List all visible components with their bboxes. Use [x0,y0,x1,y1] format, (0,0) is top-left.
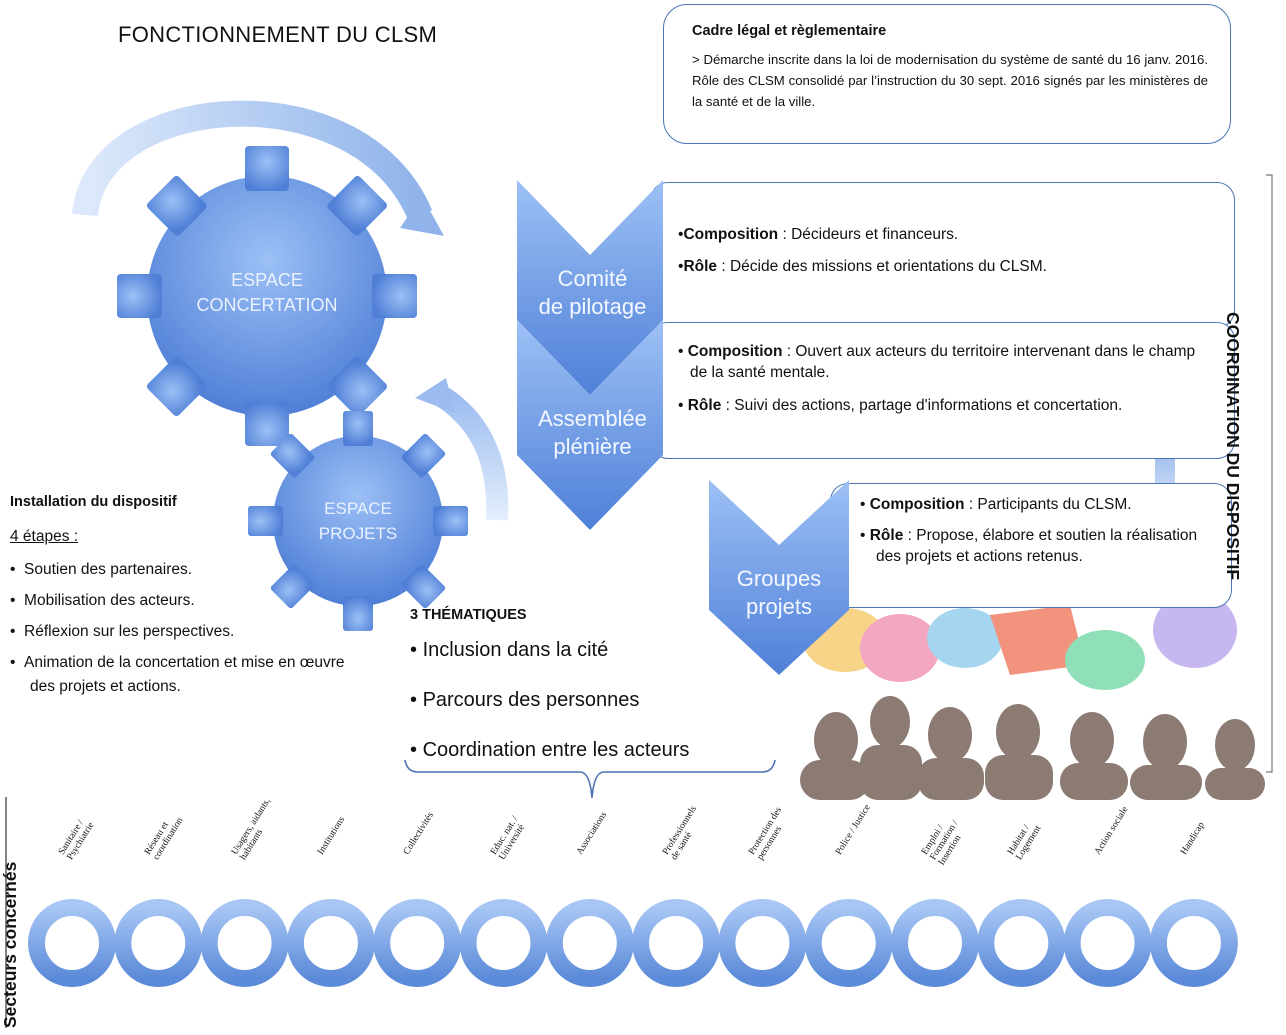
gear-concertation-line1: ESPACE [231,270,303,290]
gear-projets-line1: ESPACE [324,499,392,518]
role-label: Rôle [683,258,718,275]
level-groupes-line2: projets [745,594,813,619]
list-item: • Animation de la concertation et mise e… [10,654,345,695]
composition-label: Composition [687,343,783,360]
sector-ring [373,899,462,987]
theme-item: • Parcours des personnes [410,689,640,711]
box-groupes [830,483,1232,608]
sector-ring [459,899,548,987]
level-assemblee-composition: • Composition : Ouvert aux acteurs du te… [678,343,1196,381]
installation-section: Installation du dispositif 4 étapes : • … [10,494,370,706]
theme-item: • Coordination entre les acteurs [410,739,690,761]
chevron-assemblee [517,320,663,530]
sector-ring [1149,899,1238,987]
installation-item-text: Animation de la concertation et mise en … [24,654,345,695]
gear-projets [248,411,468,631]
sector-ring [891,899,979,987]
level-groupes-details: • Composition : Participants du CLSM. • … [860,494,1210,567]
chevrons-group [517,180,663,530]
sector-ring [1063,899,1152,987]
level-groupes-name: Groupes projets [709,565,849,621]
level-comite-composition: •Composition : Décideurs et financeurs. [678,226,959,243]
sector-ring [804,899,893,987]
role-text: : Suivi des actions, partage d'informati… [721,397,1123,414]
level-assemblee-role: • Rôle : Suivi des actions, partage d'in… [678,397,1123,414]
composition-text: : Décideurs et financeurs. [778,226,959,243]
list-item: • Réflexion sur les perspectives. [10,623,235,640]
sector-ring [200,899,289,987]
level-assemblee-details: • Composition : Ouvert aux acteurs du te… [678,341,1208,416]
chevron-groupes [709,480,849,675]
sector-ring [632,899,721,987]
role-label: Rôle [687,397,722,414]
installation-list: • Soutien des partenaires. • Mobilisatio… [10,558,370,699]
composition-label: Composition [869,496,965,513]
themes-bracket [404,759,776,799]
page-title: FONCTIONNEMENT DU CLSM [118,22,438,47]
themes-section: 3 THÉMATIQUES • Inclusion dans la cité •… [410,607,790,763]
cycle-arrow-small [433,385,509,521]
theme-text: Inclusion dans la cité [422,639,609,661]
list-item: • Mobilisation des acteurs. [10,592,195,609]
chevron-comite [517,180,663,395]
role-text: : Propose, élabore et soutien la réalisa… [876,527,1198,565]
level-comite-role: •Rôle : Décide des missions et orientati… [678,258,1047,275]
role-label: Rôle [869,527,904,544]
people-illustration [785,592,1265,800]
legal-framework-box: Cadre légal et règlementaire > Démarche … [663,4,1231,144]
installation-item-text: Soutien des partenaires. [24,561,193,578]
level-assemblee-line2: plénière [553,434,632,459]
gear-concertation [117,146,417,446]
composition-label: Composition [683,226,779,243]
composition-text: : Ouvert aux acteurs du territoire inter… [690,343,1196,381]
gear-concertation-line2: CONCERTATION [196,295,338,315]
installation-item-text: Réflexion sur les perspectives. [24,623,235,640]
level-comite-details: •Composition : Décideurs et financeurs. … [678,224,1198,277]
theme-item: • Inclusion dans la cité [410,639,609,661]
sector-ring [286,899,375,987]
level-comite-line2: de pilotage [538,294,647,319]
legal-text: > Démarche inscrite dans la loi de moder… [692,52,1208,109]
cycle-arrow-top-head [400,196,444,236]
theme-text: Coordination entre les acteurs [422,739,690,761]
installation-item-text: Mobilisation des acteurs. [24,592,195,609]
level-comite-line1: Comité [557,266,628,291]
role-text: : Décide des missions et orientations du… [717,258,1047,275]
level-assemblee-line1: Assemblée [538,406,647,431]
cycle-arrow-small-head [415,378,455,413]
sector-ring [545,899,634,987]
gear-projets-line2: PROJETS [318,524,398,543]
legal-title: Cadre légal et règlementaire [692,23,887,39]
sector-ring [114,899,203,987]
level-comite-name: Comité de pilotage [515,265,670,321]
level-groupes-role: • Rôle : Propose, élabore et soutien la … [860,527,1198,565]
themes-title: 3 THÉMATIQUES [410,607,527,623]
gear-projets-label: ESPACE PROJETS [293,496,423,546]
level-assemblee-name: Assemblée plénière [515,405,670,461]
coordination-bracket [1266,174,1273,773]
installation-title: Installation du dispositif [10,494,177,510]
level-groupes-line1: Groupes [736,566,822,591]
chevron-groupes-svg [709,480,849,675]
sector-ring [28,899,116,987]
sector-ring [977,899,1066,987]
themes-list: • Inclusion dans la cité • Parcours des … [410,637,790,763]
composition-text: : Participants du CLSM. [964,496,1132,513]
box-comite [650,182,1235,328]
theme-text: Parcours des personnes [422,689,640,711]
cycle-arrow-top [72,100,433,221]
level-groupes-composition: • Composition : Participants du CLSM. [860,496,1132,513]
list-item: • Soutien des partenaires. [10,561,193,578]
gear-concertation-label: ESPACE CONCERTATION [167,268,367,318]
sector-ring [718,899,807,987]
installation-subtitle: 4 étapes : [10,528,79,545]
